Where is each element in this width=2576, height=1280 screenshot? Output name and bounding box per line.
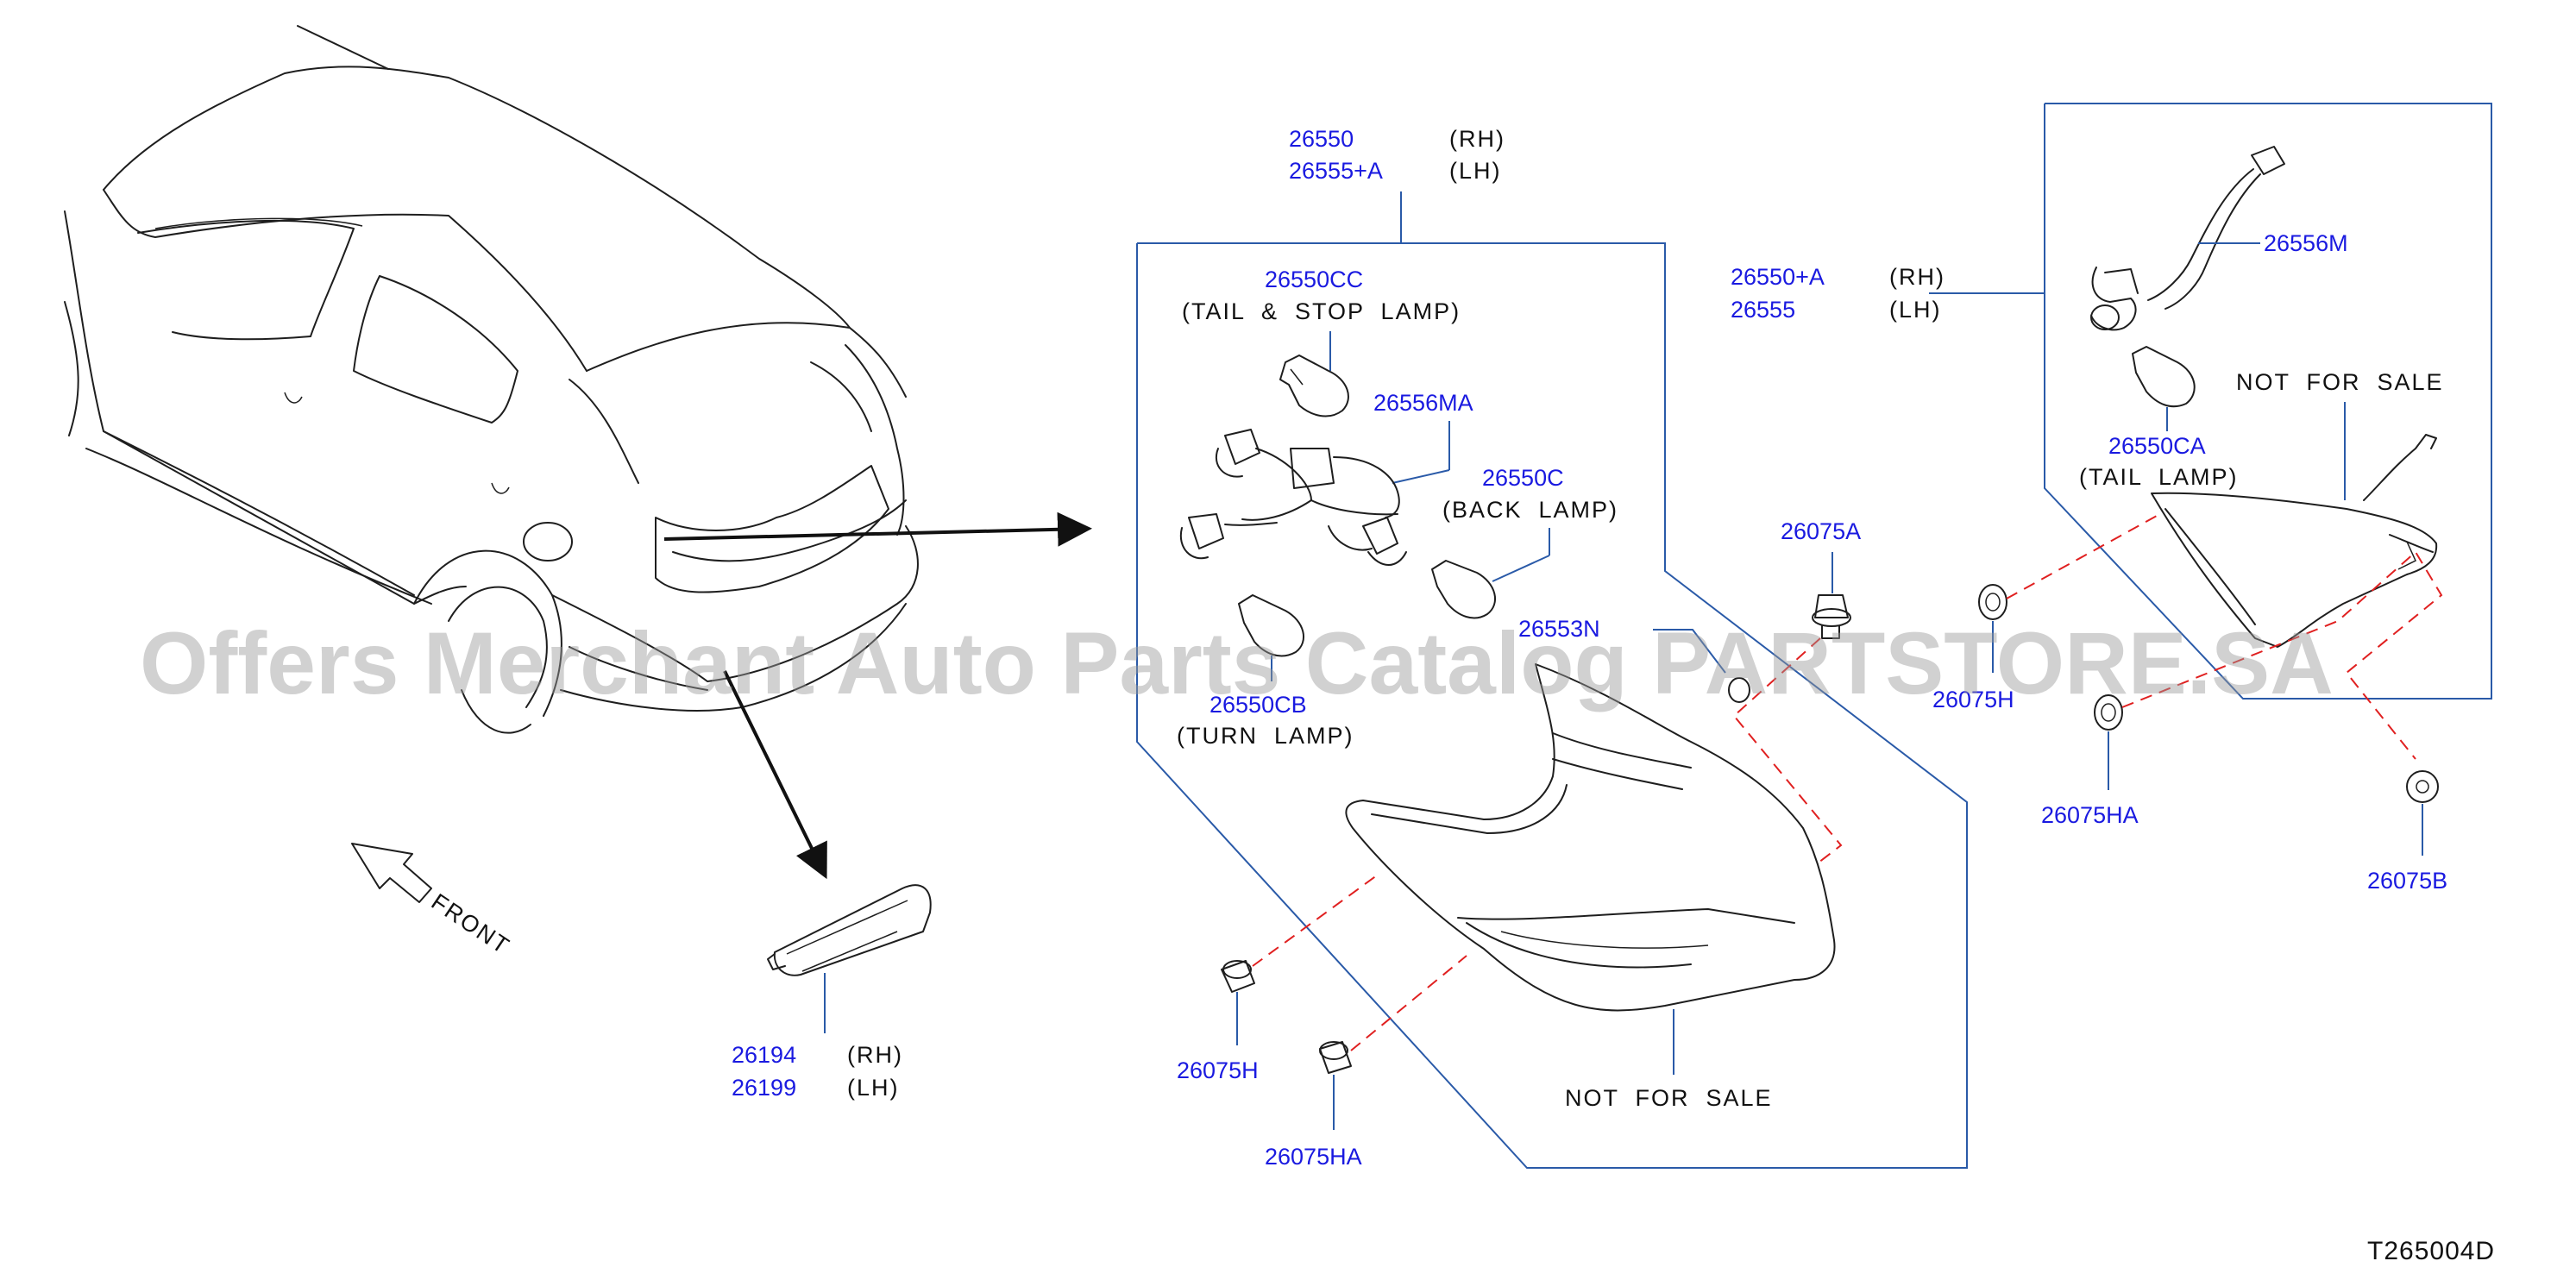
- inner-tail-bulb: [2132, 346, 2196, 408]
- side-marker-lh-part: 26199: [732, 1075, 796, 1101]
- inner-lamp-rh-part: 26550+A: [1731, 264, 1825, 290]
- callout-arrow-rear-lamp: [663, 511, 1092, 547]
- back-bulb-part: 26550C: [1482, 465, 1564, 491]
- inner-lamp-rh-side: (RH): [1889, 264, 1945, 290]
- inner-clip-part: 26075H: [1932, 687, 2014, 712]
- rear-combination-lamp-body: [1345, 663, 1836, 1012]
- diagram-code: T265004D: [2367, 1237, 2495, 1265]
- inner-grommet: [2094, 694, 2123, 731]
- tail-stop-bulb-name: (TAIL & STOP LAMP): [1182, 298, 1461, 324]
- bulb-socket-harness: [1179, 429, 1407, 566]
- rear-lamp-rh-side: (RH): [1449, 126, 1505, 152]
- tail-stop-bulb: [1279, 355, 1349, 417]
- vehicle-illustration: [64, 25, 919, 734]
- callout-arrow-side-marker: [723, 670, 827, 880]
- lower-grommet-part: 26075HA: [1265, 1144, 1362, 1170]
- inner-lamp-lh-side: (LH): [1889, 297, 1942, 323]
- gasket-part: 26553N: [1518, 616, 1600, 642]
- inner-grommet-part: 26075HA: [2041, 802, 2139, 828]
- side-marker-rh-part: 26194: [732, 1042, 796, 1068]
- side-marker-lamp: [767, 884, 932, 976]
- front-label: FRONT: [427, 888, 515, 959]
- nut: [1812, 594, 1851, 639]
- tail-stop-bulb-part: 26550CC: [1265, 267, 1363, 292]
- rear-lamp-lh-side: (LH): [1449, 158, 1502, 184]
- rear-lamp-rh-part: 26550: [1289, 126, 1354, 152]
- turn-bulb-part: 26550CB: [1209, 692, 1307, 718]
- lower-clip: [1221, 960, 1255, 993]
- inner-tail-bulb-name: (TAIL LAMP): [2079, 464, 2239, 490]
- nut-part: 26075A: [1781, 518, 1861, 544]
- inner-lamp-not-for-sale: NOT FOR SALE: [2236, 369, 2444, 395]
- inner-tail-bulb-part: 26550CA: [2108, 433, 2206, 459]
- lower-grommet: [1319, 1041, 1352, 1074]
- watermark: Offers Merchant Auto Parts Catalog PARTS…: [140, 614, 2334, 712]
- back-bulb-name: (BACK LAMP): [1442, 497, 1618, 523]
- inner-clip: [1978, 584, 2007, 620]
- side-marker-lh-side: (LH): [847, 1075, 900, 1101]
- inner-lamp-body: [2151, 434, 2438, 648]
- rear-lamp-lh-part: 26555+A: [1289, 158, 1383, 184]
- harness-part: 26556MA: [1373, 390, 1473, 416]
- gasket-ring: [1728, 677, 1750, 703]
- inner-cap: [2406, 770, 2439, 803]
- lower-clip-part: 26075H: [1177, 1057, 1259, 1083]
- back-bulb: [1431, 560, 1496, 619]
- side-marker-rh-side: (RH): [847, 1042, 903, 1068]
- rear-lamp-not-for-sale: NOT FOR SALE: [1565, 1085, 1773, 1111]
- turn-bulb: [1238, 594, 1304, 657]
- inner-lamp-lh-part: 26555: [1731, 297, 1795, 323]
- turn-bulb-name: (TURN LAMP): [1177, 723, 1354, 749]
- front-direction-indicator: FRONT: [351, 843, 515, 960]
- inner-harness-part: 26556M: [2264, 230, 2348, 256]
- inner-lamp-harness: [2090, 146, 2285, 331]
- rear-lamp-assembly-outline: [1136, 242, 1968, 1169]
- inner-cap-part: 26075B: [2367, 868, 2447, 894]
